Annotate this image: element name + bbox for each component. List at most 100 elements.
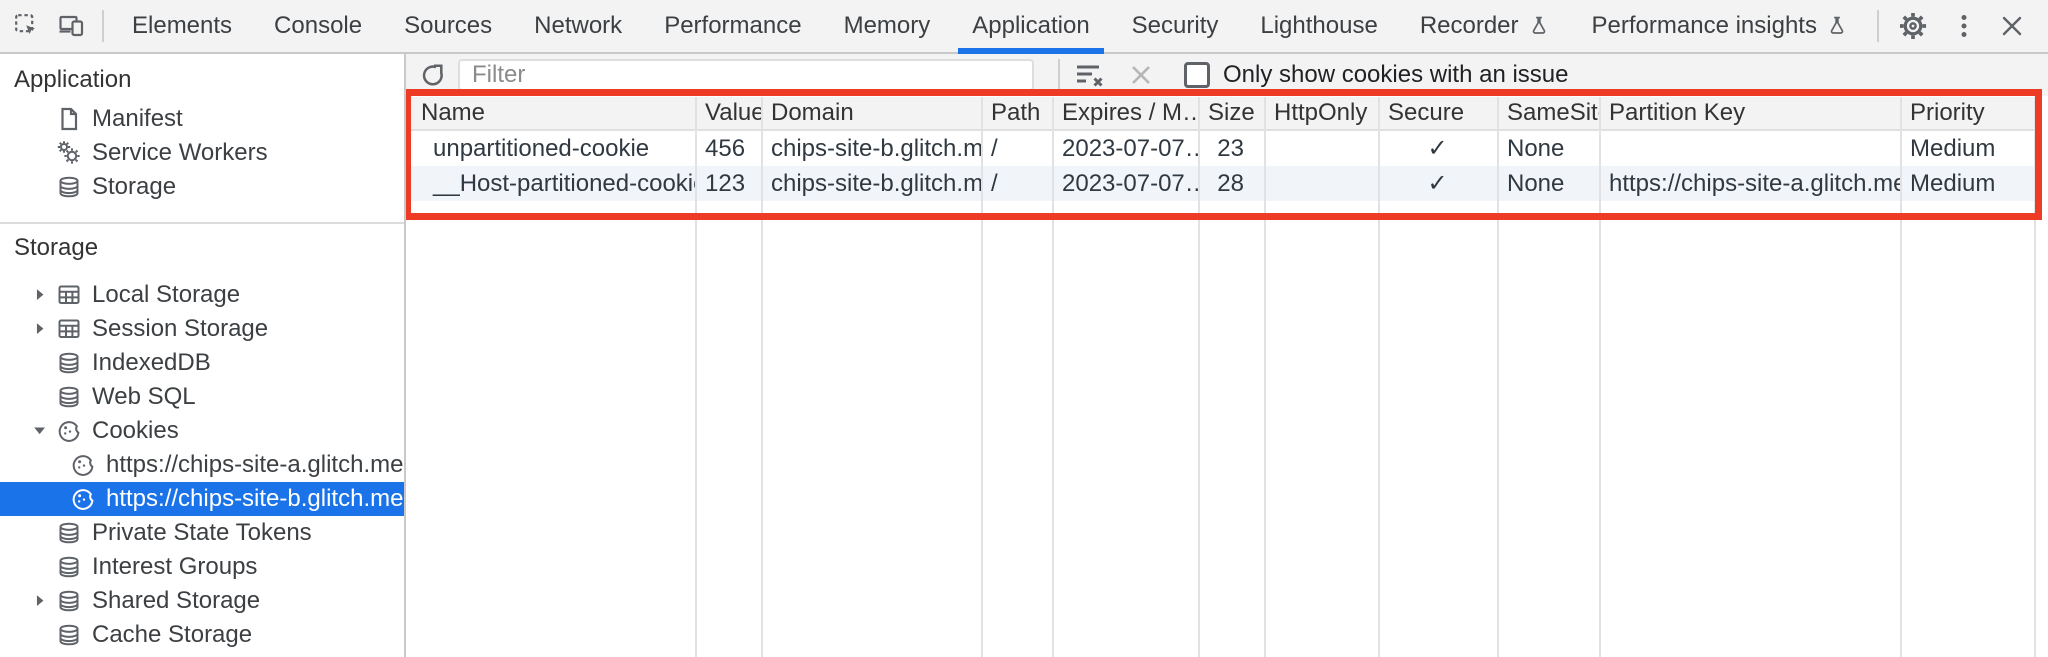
tab-console[interactable]: Console: [253, 0, 383, 52]
sidebar-item-label: Storage: [92, 173, 177, 200]
column-header-size[interactable]: Size: [1208, 99, 1255, 126]
sidebar-item-label: IndexedDB: [92, 349, 211, 376]
column-header-domain[interactable]: Domain: [771, 99, 854, 126]
cell-name[interactable]: unpartitioned-cookie: [433, 134, 650, 162]
column-header-priority[interactable]: Priority: [1910, 99, 1985, 126]
sidebar-item-cookies-chips-site-a[interactable]: https://chips-site-a.glitch.me: [0, 448, 404, 482]
experiment-flask-icon: [1528, 13, 1550, 39]
column-divider[interactable]: [761, 97, 763, 657]
cookies-panel: Only show cookies with an issue Name Val…: [406, 54, 2048, 657]
sidebar-item-service-workers[interactable]: Service Workers: [0, 136, 404, 170]
database-icon: [56, 588, 82, 614]
chevron-right-icon[interactable]: [30, 316, 56, 342]
application-sidebar: Application Manifest Service Workers Sto…: [0, 54, 406, 657]
cell-value[interactable]: 456: [705, 134, 746, 162]
cell-expires[interactable]: 2023-07-07…: [1062, 169, 1198, 197]
sidebar-item-local-storage[interactable]: Local Storage: [0, 278, 404, 312]
close-icon[interactable]: [1988, 0, 2036, 52]
column-header-value[interactable]: Value: [705, 99, 761, 126]
sidebar-item-cache-storage[interactable]: Cache Storage: [0, 618, 404, 652]
cookie-icon: [70, 486, 96, 512]
sidebar-item-manifest[interactable]: Manifest: [0, 102, 404, 136]
column-divider[interactable]: [695, 97, 697, 657]
tab-application[interactable]: Application: [951, 0, 1110, 54]
column-divider[interactable]: [981, 97, 983, 657]
tab-label: Performance insights: [1591, 12, 1817, 39]
column-divider[interactable]: [1497, 97, 1499, 657]
sidebar-item-storage[interactable]: Storage: [0, 170, 404, 204]
cell-path[interactable]: /: [991, 134, 998, 162]
sidebar-item-session-storage[interactable]: Session Storage: [0, 312, 404, 346]
sidebar-item-label: Shared Storage: [92, 587, 261, 614]
tab-performance[interactable]: Performance: [643, 0, 822, 52]
sidebar-item-cookies-chips-site-b[interactable]: https://chips-site-b.glitch.me: [0, 482, 404, 516]
cell-domain[interactable]: chips-site-b.glitch.me: [771, 169, 981, 197]
chevron-down-icon[interactable]: [30, 418, 56, 444]
only-issue-cookies-checkbox[interactable]: [1184, 62, 1210, 88]
column-divider[interactable]: [1900, 97, 1902, 657]
cell-secure-checkmark[interactable]: ✓: [1427, 170, 1448, 197]
sidebar-section-storage-title: Storage: [14, 234, 99, 261]
tab-memory[interactable]: Memory: [823, 0, 952, 52]
sidebar-item-private-state-tokens[interactable]: Private State Tokens: [0, 516, 404, 550]
cookie-row-host-partitioned[interactable]: __Host-partitioned-cookie 123 chips-site…: [407, 166, 2034, 201]
cell-partition-key[interactable]: [1599, 131, 1900, 166]
cell-size[interactable]: 23: [1217, 134, 1244, 162]
table-icon: [56, 316, 82, 342]
cell-httponly[interactable]: [1264, 131, 1378, 166]
sidebar-item-cookies[interactable]: Cookies: [0, 414, 404, 448]
column-divider[interactable]: [2034, 97, 2036, 657]
main-toolbar: Elements Console Sources Network Perform…: [0, 0, 2048, 54]
sidebar-item-indexeddb[interactable]: IndexedDB: [0, 346, 404, 380]
column-header-secure[interactable]: Secure: [1388, 99, 1465, 126]
chevron-right-icon[interactable]: [30, 588, 56, 614]
tab-recorder[interactable]: Recorder: [1399, 0, 1571, 52]
settings-gear-icon[interactable]: [1886, 0, 1940, 52]
inspect-icon[interactable]: [0, 0, 49, 52]
cell-priority[interactable]: Medium: [1910, 169, 1996, 197]
column-divider[interactable]: [1052, 97, 1054, 657]
chevron-right-icon[interactable]: [30, 282, 56, 308]
cell-size[interactable]: 28: [1217, 169, 1244, 197]
cell-httponly[interactable]: [1264, 166, 1378, 201]
column-divider[interactable]: [1264, 97, 1266, 657]
clear-filter-icon[interactable]: [1072, 58, 1106, 92]
column-header-name[interactable]: Name: [421, 99, 486, 126]
column-divider[interactable]: [1198, 97, 1200, 657]
cell-partition-key[interactable]: https://chips-site-a.glitch.me: [1609, 169, 1900, 197]
refresh-icon[interactable]: [418, 60, 448, 90]
tab-elements[interactable]: Elements: [111, 0, 253, 52]
column-header-samesite[interactable]: SameSite: [1507, 99, 1599, 126]
cell-expires[interactable]: 2023-07-07…: [1062, 134, 1198, 162]
cell-samesite[interactable]: None: [1507, 134, 1565, 162]
column-header-httponly[interactable]: HttpOnly: [1274, 99, 1368, 126]
cell-value[interactable]: 123: [705, 169, 746, 197]
column-header-path[interactable]: Path: [991, 99, 1041, 126]
cell-name[interactable]: __Host-partitioned-cookie: [433, 169, 695, 197]
tab-label: Application: [972, 12, 1090, 39]
tab-sources[interactable]: Sources: [383, 0, 513, 52]
cookie-row-unpartitioned[interactable]: unpartitioned-cookie 456 chips-site-b.gl…: [407, 131, 2034, 166]
tab-label: Memory: [843, 12, 931, 39]
cell-priority[interactable]: Medium: [1910, 134, 1996, 162]
device-toolbar-icon[interactable]: [49, 0, 95, 52]
column-header-partition-key[interactable]: Partition Key: [1609, 99, 1746, 126]
tab-security[interactable]: Security: [1111, 0, 1240, 52]
sidebar-item-shared-storage[interactable]: Shared Storage: [0, 584, 404, 618]
tab-network[interactable]: Network: [513, 0, 643, 52]
column-divider[interactable]: [1599, 97, 1601, 657]
column-divider[interactable]: [1378, 97, 1380, 657]
filter-input[interactable]: [458, 59, 1034, 91]
sidebar-item-web-sql[interactable]: Web SQL: [0, 380, 404, 414]
cell-path[interactable]: /: [991, 169, 998, 197]
tab-lighthouse[interactable]: Lighthouse: [1239, 0, 1398, 52]
cell-secure-checkmark[interactable]: ✓: [1427, 135, 1448, 162]
cell-samesite[interactable]: None: [1507, 169, 1565, 197]
tab-performance-insights[interactable]: Performance insights: [1571, 0, 1869, 52]
delete-cookie-icon[interactable]: [1126, 60, 1156, 90]
more-options-icon[interactable]: [1940, 0, 1988, 52]
column-header-expires[interactable]: Expires / M…: [1062, 99, 1198, 126]
sidebar-item-interest-groups[interactable]: Interest Groups: [0, 550, 404, 584]
cell-domain[interactable]: chips-site-b.glitch.me: [771, 134, 981, 162]
